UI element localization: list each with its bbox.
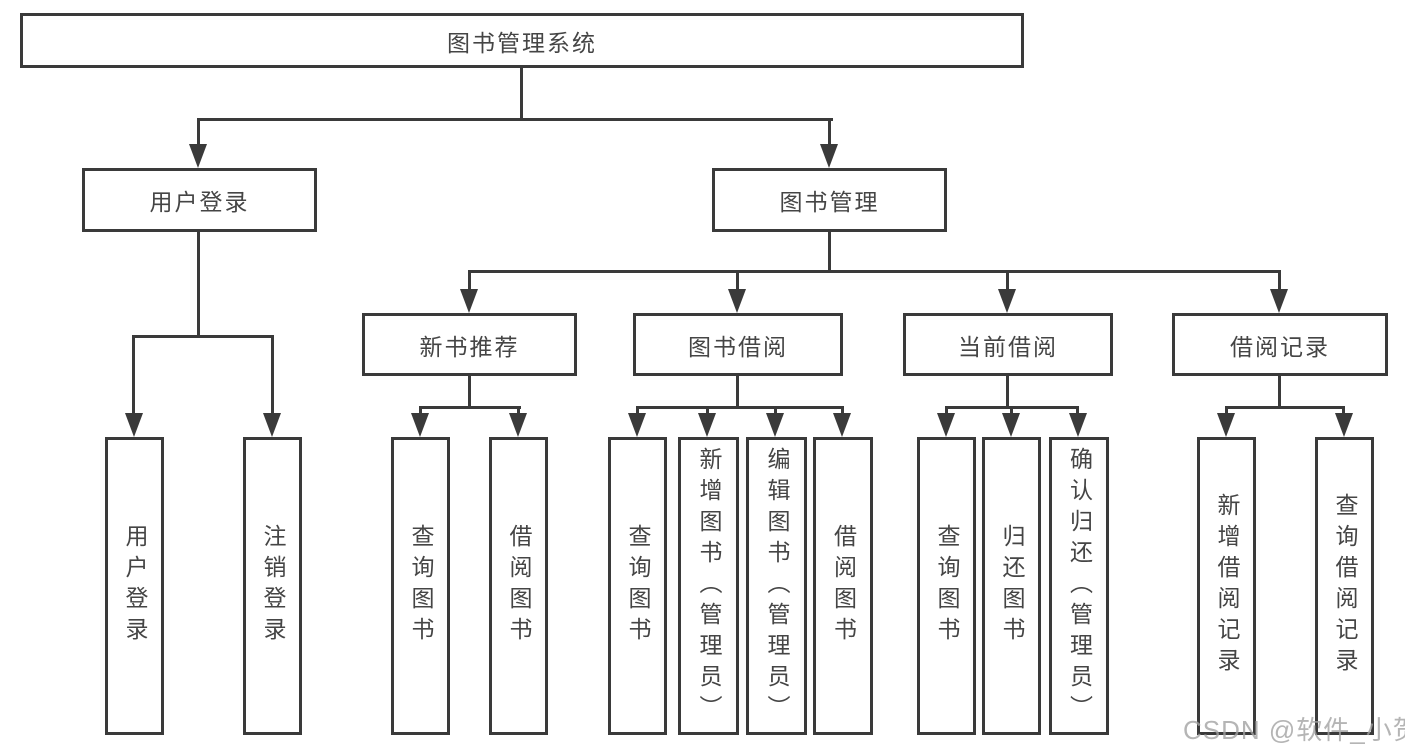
node-leaf-return-books: 归还图书	[982, 437, 1041, 735]
arrowhead-new-book-icon	[460, 289, 478, 313]
node-leaf-borrow-books-2-label: 借阅图书	[830, 524, 857, 648]
arrowhead-current-borrow-icon	[998, 289, 1016, 313]
connector-newbook-bus	[419, 406, 521, 409]
node-new-book-recommendation-label: 新书推荐	[419, 333, 520, 360]
arrowhead-borrowing-leaf4-icon	[833, 413, 851, 437]
csdn-watermark: CSDN @软件_小贺同学	[1183, 715, 1405, 745]
node-leaf-user-login-label: 用户登录	[122, 524, 148, 648]
connector-drop-login-leaf1	[132, 335, 135, 415]
connector-drop-borrow-record	[1278, 270, 1281, 292]
connector-drop-borrowing-leaf2	[706, 406, 709, 416]
node-leaf-query-books-2-label: 查询图书	[625, 524, 651, 648]
connector-drop-current-leaf2	[1010, 406, 1013, 416]
node-leaf-query-books-2: 查询图书	[608, 437, 667, 735]
connector-root-stem	[520, 68, 523, 120]
connector-drop-records-leaf1	[1225, 406, 1228, 416]
node-leaf-borrow-books-1-label: 借阅图书	[506, 524, 532, 648]
connector-drop-current-borrow	[1006, 270, 1009, 292]
arrowhead-borrowing-leaf3-icon	[766, 413, 784, 437]
connector-login-stem	[197, 232, 200, 337]
arrowhead-login-leaf2-icon	[263, 413, 281, 437]
arrowhead-user-login-icon	[189, 144, 207, 168]
node-leaf-logout-label: 注销登录	[260, 524, 286, 648]
node-leaf-query-books-1: 查询图书	[391, 437, 450, 735]
connector-drop-borrowing-leaf1	[636, 406, 639, 416]
node-leaf-return-books-label: 归还图书	[999, 524, 1025, 648]
node-library-management-system-label: 图书管理系统	[447, 29, 597, 56]
arrowhead-login-leaf1-icon	[125, 413, 143, 437]
node-leaf-query-books-3: 查询图书	[917, 437, 976, 735]
connector-records-bus	[1225, 406, 1345, 409]
node-leaf-borrow-books-2: 借阅图书	[813, 437, 873, 735]
connector-drop-book-borrow	[736, 270, 739, 292]
node-leaf-edit-books-admin-label: 编辑图书（管理员）	[764, 446, 790, 726]
connector-management-bus	[468, 270, 1281, 273]
connector-drop-login-leaf2	[271, 335, 274, 415]
node-library-management-system: 图书管理系统	[20, 13, 1024, 68]
arrowhead-book-management-icon	[820, 144, 838, 168]
connector-drop-user-login	[197, 118, 200, 148]
node-leaf-add-borrow-record: 新增借阅记录	[1197, 437, 1256, 735]
connector-drop-book-management	[828, 118, 831, 148]
connector-management-stem	[828, 232, 831, 272]
node-leaf-borrow-books-1: 借阅图书	[489, 437, 548, 735]
connector-drop-records-leaf2	[1342, 406, 1345, 416]
node-leaf-logout: 注销登录	[243, 437, 302, 735]
node-book-borrowing-label: 图书借阅	[688, 333, 788, 360]
arrowhead-borrowing-leaf2-icon	[698, 413, 716, 437]
connector-drop-current-leaf3	[1076, 406, 1079, 416]
connector-records-stem	[1278, 376, 1281, 408]
node-leaf-query-books-1-label: 查询图书	[408, 524, 434, 648]
node-user-login-label: 用户登录	[149, 189, 250, 215]
node-leaf-add-books-admin-label: 新增图书（管理员）	[696, 446, 722, 726]
node-user-login: 用户登录	[82, 168, 317, 232]
arrowhead-records-leaf1-icon	[1217, 413, 1235, 437]
node-leaf-query-books-3-label: 查询图书	[934, 524, 960, 648]
node-current-borrowing: 当前借阅	[903, 313, 1113, 376]
connector-current-stem	[1006, 376, 1009, 408]
arrowhead-borrowing-leaf1-icon	[628, 413, 646, 437]
node-current-borrowing-label: 当前借阅	[958, 333, 1058, 360]
arrowhead-current-leaf1-icon	[937, 413, 955, 437]
node-leaf-edit-books-admin: 编辑图书（管理员）	[746, 437, 807, 735]
connector-borrowing-bus	[636, 406, 844, 409]
connector-drop-borrowing-leaf4	[841, 406, 844, 416]
node-leaf-add-borrow-record-label: 新增借阅记录	[1214, 493, 1240, 679]
connector-drop-new-book	[468, 270, 471, 292]
node-borrowing-records: 借阅记录	[1172, 313, 1388, 376]
connector-newbook-stem	[468, 376, 471, 408]
connector-drop-newbook-leaf1	[419, 406, 422, 416]
node-book-management: 图书管理	[712, 168, 947, 232]
connector-drop-current-leaf1	[945, 406, 948, 416]
node-leaf-query-borrow-record-label: 查询借阅记录	[1332, 493, 1358, 679]
connector-borrowing-stem	[736, 376, 739, 408]
node-leaf-confirm-return-admin: 确认归还（管理员）	[1049, 437, 1109, 735]
node-leaf-query-borrow-record: 查询借阅记录	[1315, 437, 1374, 735]
node-book-borrowing: 图书借阅	[633, 313, 843, 376]
connector-login-bus	[132, 335, 274, 338]
arrowhead-borrow-record-icon	[1270, 289, 1288, 313]
arrowhead-newbook-leaf1-icon	[411, 413, 429, 437]
connector-drop-newbook-leaf2	[517, 406, 520, 416]
node-book-management-label: 图书管理	[779, 189, 880, 215]
node-leaf-add-books-admin: 新增图书（管理员）	[678, 437, 739, 735]
node-borrowing-records-label: 借阅记录	[1230, 333, 1330, 360]
arrowhead-book-borrow-icon	[728, 289, 746, 313]
arrowhead-current-leaf2-icon	[1002, 413, 1020, 437]
connector-root-bus	[197, 118, 833, 121]
arrowhead-current-leaf3-icon	[1069, 413, 1087, 437]
node-leaf-confirm-return-admin-label: 确认归还（管理员）	[1066, 446, 1093, 726]
connector-drop-borrowing-leaf3	[774, 406, 777, 416]
arrowhead-records-leaf2-icon	[1335, 413, 1353, 437]
arrowhead-newbook-leaf2-icon	[509, 413, 527, 437]
node-leaf-user-login: 用户登录	[105, 437, 164, 735]
node-new-book-recommendation: 新书推荐	[362, 313, 577, 376]
